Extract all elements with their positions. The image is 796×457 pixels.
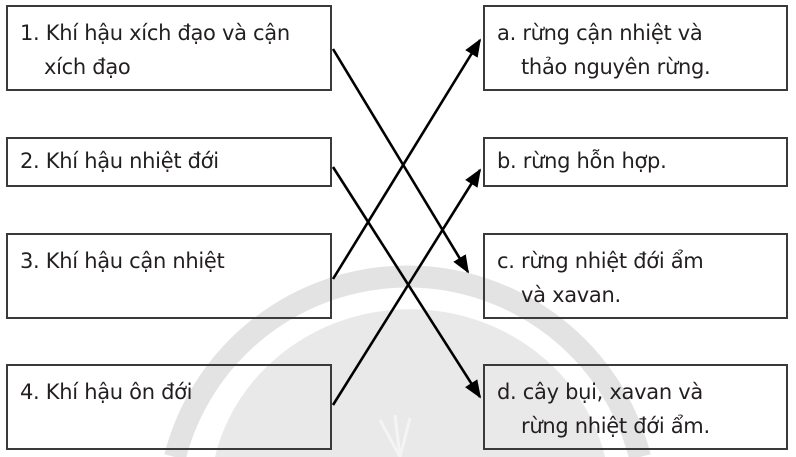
right-item-c: c. rừng nhiệt đới ẩm và xavan.	[483, 233, 788, 319]
left-item-1: 1. Khí hậu xích đạo và cận xích đạo	[6, 5, 332, 91]
left-item-1-text-cont: xích đạo	[44, 55, 131, 79]
right-item-d-text: d. cây bụi, xavan và	[497, 380, 703, 404]
right-item-b: b. rừng hỗn hợp.	[483, 137, 788, 187]
right-item-d: d. cây bụi, xavan và rừng nhiệt đới ẩm.	[483, 364, 788, 450]
right-item-a-text: a. rừng cận nhiệt và	[497, 21, 703, 45]
right-item-b-text: b. rừng hỗn hợp.	[497, 149, 667, 173]
arrow-4-to-b	[331, 168, 482, 406]
right-item-d-text-cont: rừng nhiệt đới ẩm.	[521, 414, 710, 438]
left-item-1-text: 1. Khí hậu xích đạo và cận	[20, 21, 290, 45]
arrow-2-to-d	[331, 166, 482, 399]
right-item-c-text: c. rừng nhiệt đới ẩm	[497, 249, 704, 273]
left-item-4-text: 4. Khí hậu ôn đới	[20, 380, 193, 404]
arrow-1-to-c	[331, 48, 470, 274]
right-item-a: a. rừng cận nhiệt và thảo nguyên rừng.	[483, 5, 788, 91]
arrow-3-to-a	[331, 38, 482, 280]
left-item-2: 2. Khí hậu nhiệt đới	[6, 137, 332, 187]
right-item-a-text-cont: thảo nguyên rừng.	[521, 55, 711, 79]
left-item-4: 4. Khí hậu ôn đới	[6, 364, 332, 450]
left-item-3-text: 3. Khí hậu cận nhiệt	[20, 249, 225, 273]
left-item-2-text: 2. Khí hậu nhiệt đới	[20, 149, 219, 173]
left-item-3: 3. Khí hậu cận nhiệt	[6, 233, 332, 319]
right-item-c-text-cont: và xavan.	[521, 283, 621, 307]
